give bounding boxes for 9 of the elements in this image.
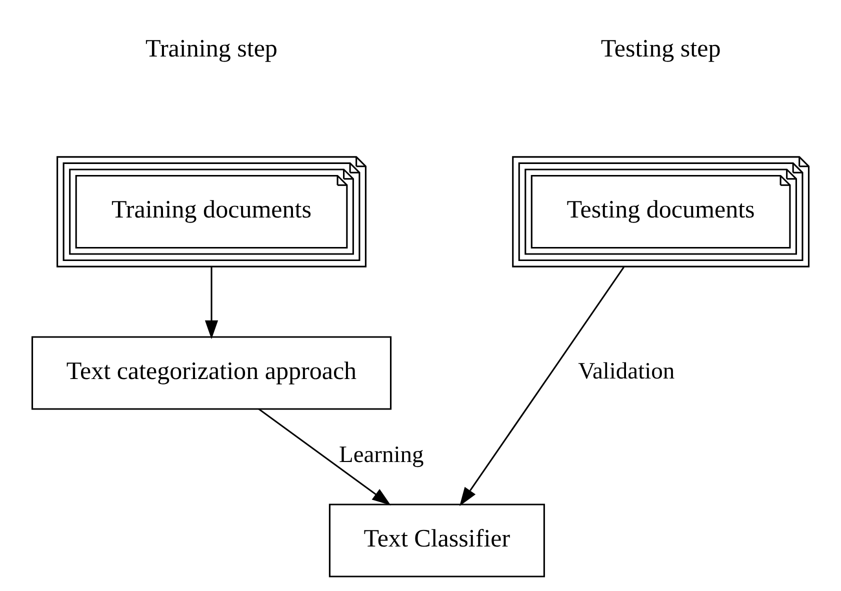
- label: Training step: [146, 35, 278, 62]
- edge-label: Validation: [578, 358, 675, 384]
- node-box: Text Classifier: [328, 504, 545, 578]
- label: Testing step: [600, 35, 721, 62]
- arrow: [204, 266, 218, 340]
- edge-label: Learning: [339, 442, 424, 468]
- node-box: Text categorization approach: [31, 336, 392, 410]
- arrow: [460, 266, 624, 506]
- arrow: [258, 408, 391, 506]
